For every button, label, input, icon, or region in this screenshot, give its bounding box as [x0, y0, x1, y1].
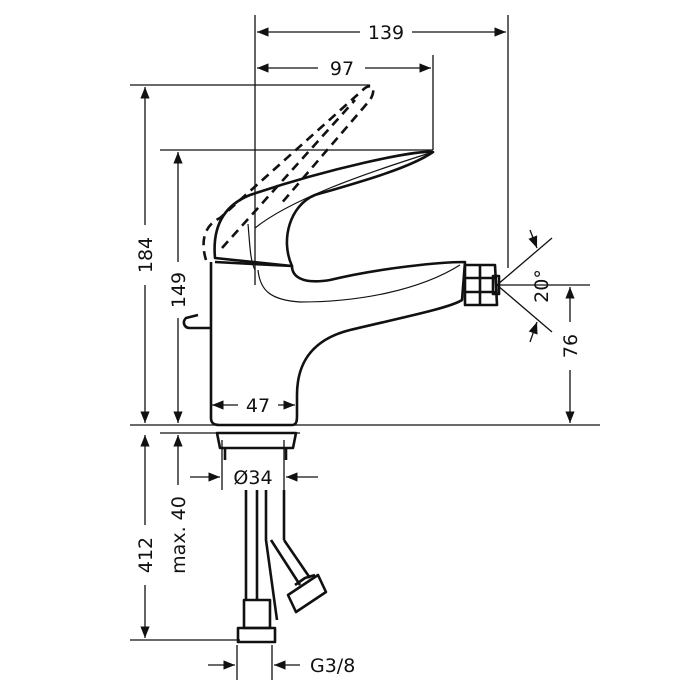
pop-up-knob: [182, 313, 211, 330]
dim-label-g3-8: G3/8: [310, 655, 355, 677]
lever: [213, 150, 435, 268]
dimension-149: 149: [168, 152, 190, 423]
lever-raised-dashed: [202, 84, 375, 261]
dim-label-diameter-34: Ø34: [233, 467, 272, 489]
extension-lines: [130, 15, 600, 680]
supply-hoses: [236, 490, 328, 644]
dim-label-139: 139: [368, 22, 404, 44]
dim-label-184: 184: [135, 237, 157, 273]
dimension-97: 97: [257, 58, 431, 80]
dimension-47: 47: [212, 395, 295, 417]
faucet-outline: [182, 84, 501, 460]
dim-label-max-40: max. 40: [168, 496, 190, 574]
dim-label-149: 149: [168, 272, 190, 308]
dim-label-47: 47: [246, 395, 270, 417]
dimension-76: 76: [560, 287, 582, 423]
dimension-angle-20: 20°: [496, 229, 553, 343]
dimension-diameter-34: Ø34: [190, 467, 318, 489]
dim-label-20-degrees: 20°: [531, 269, 553, 303]
dimension-g3-8: G3/8: [208, 655, 355, 677]
base-ring: [215, 431, 298, 460]
spray-nozzle: [463, 263, 499, 307]
dim-label-76: 76: [560, 334, 582, 358]
dim-label-412: 412: [135, 537, 157, 573]
dimension-412: 412: [135, 435, 157, 638]
dimension-184: 184: [135, 87, 157, 423]
dimension-max-40: max. 40: [168, 435, 190, 574]
dim-label-97: 97: [330, 58, 354, 80]
dimension-139: 139: [257, 22, 506, 44]
body: [209, 260, 467, 427]
